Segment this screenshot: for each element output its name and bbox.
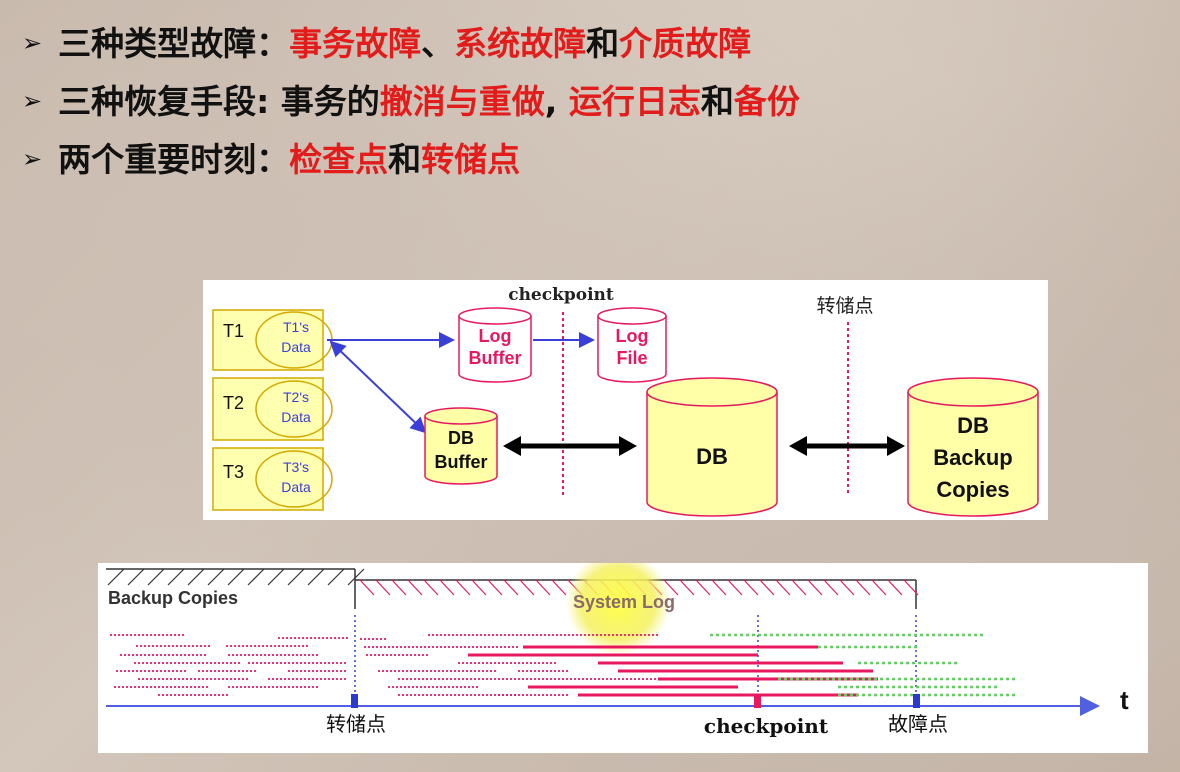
hatch-mark	[107, 568, 125, 586]
time-axis-label: t	[1120, 685, 1129, 715]
log-file-cylinder: Log File	[597, 307, 667, 383]
log-hatch-mark	[423, 579, 439, 596]
svg-text:Log: Log	[479, 326, 512, 346]
bullet-list: ➢三种类型故障：事务故障、系统故障和介质故障 ➢三种恢复手段: 事务的撤消与重做…	[22, 14, 800, 188]
cursor-highlight	[566, 563, 670, 655]
log-hatch-mark	[807, 579, 823, 596]
arrow-to-db-buffer	[329, 340, 427, 434]
transaction-t3: T3 T3's Data	[212, 447, 333, 511]
hatch-mark	[287, 568, 305, 586]
hatch-mark	[227, 568, 245, 586]
arrow-bullet-icon: ➢	[22, 29, 43, 57]
svg-text:Log: Log	[616, 326, 649, 346]
log-hatch-mark	[359, 579, 375, 596]
log-hatch-mark	[375, 579, 391, 596]
dump-point-label: 转储点	[326, 712, 386, 736]
bullet-fault-types: ➢三种类型故障：事务故障、系统故障和介质故障	[22, 24, 752, 63]
hatch-mark	[127, 568, 145, 586]
log-hatch-mark	[455, 579, 471, 596]
transaction-t2: T2 T2's Data	[212, 377, 333, 441]
double-arrow-buffer-db	[503, 436, 637, 456]
svg-text:File: File	[616, 348, 647, 368]
db-backup-cylinder: DB Backup Copies	[907, 377, 1039, 517]
hatch-mark	[167, 568, 185, 586]
checkpoint-label: checkpoint	[704, 714, 829, 738]
transaction-activity-lines	[110, 633, 1018, 697]
db-cylinder: DB	[646, 377, 778, 517]
hatch-mark	[247, 568, 265, 586]
failure-point-tick	[913, 694, 920, 708]
bullet-recovery-methods: ➢三种恢复手段: 事务的撤消与重做, 运行日志和备份	[22, 82, 800, 121]
log-hatch-mark	[519, 579, 535, 596]
log-hatch-mark	[407, 579, 423, 596]
log-hatch-mark	[439, 579, 455, 596]
log-hatch-mark	[503, 579, 519, 596]
log-hatch-mark	[775, 579, 791, 596]
log-hatch-mark	[871, 579, 887, 596]
hatch-mark	[347, 568, 365, 586]
hatch-mark	[327, 568, 345, 586]
svg-text:Backup: Backup	[933, 445, 1012, 470]
bullet-key-moments: ➢两个重要时刻：检查点和转储点	[22, 140, 521, 179]
log-hatch-mark	[551, 579, 567, 596]
hatch-mark	[307, 568, 325, 586]
svg-text:T3: T3	[223, 462, 244, 482]
log-hatch-mark	[903, 579, 919, 596]
svg-text:T1's: T1's	[283, 319, 309, 335]
log-hatch-mark	[839, 579, 855, 596]
log-hatch-mark	[823, 579, 839, 596]
log-buffer-cylinder: Log Buffer	[458, 307, 532, 383]
log-hatch-mark	[855, 579, 871, 596]
hatch-mark	[147, 568, 165, 586]
svg-text:Copies: Copies	[936, 477, 1009, 502]
log-hatch-mark	[391, 579, 407, 596]
failure-point-label: 故障点	[888, 712, 948, 736]
log-hatch-mark	[471, 579, 487, 596]
svg-text:Data: Data	[281, 409, 311, 425]
log-hatch-mark	[663, 579, 679, 596]
svg-text:Buffer: Buffer	[435, 452, 488, 472]
svg-text:DB: DB	[957, 413, 989, 438]
hatch-mark	[187, 568, 205, 586]
checkpoint-tick	[754, 694, 761, 708]
svg-text:T2's: T2's	[283, 389, 309, 405]
backup-copies-label: Backup Copies	[108, 588, 238, 608]
log-hatch-mark	[487, 579, 503, 596]
log-hatch-mark	[679, 579, 695, 596]
double-arrow-db-backup	[789, 436, 905, 456]
backup-copies-region	[106, 568, 365, 609]
log-hatch-mark	[727, 579, 743, 596]
arrow-bullet-icon: ➢	[22, 87, 43, 115]
svg-text:DB: DB	[696, 444, 728, 469]
transaction-t1: T1 T1's Data	[212, 309, 333, 371]
checkpoint-label: checkpoint	[508, 285, 614, 305]
db-buffer-cylinder: DB Buffer	[424, 407, 498, 485]
svg-text:T2: T2	[223, 393, 244, 413]
log-hatch-mark	[759, 579, 775, 596]
log-hatch-mark	[535, 579, 551, 596]
svg-text:DB: DB	[448, 428, 474, 448]
svg-text:T1: T1	[223, 321, 244, 341]
dump-point-label: 转储点	[816, 295, 873, 317]
hatch-mark	[267, 568, 285, 586]
system-log-label: System Log	[573, 592, 675, 612]
svg-text:Buffer: Buffer	[469, 348, 522, 368]
log-hatch-mark	[695, 579, 711, 596]
dump-point-tick	[351, 694, 358, 708]
svg-text:Data: Data	[281, 479, 311, 495]
hatch-mark	[207, 568, 225, 586]
recovery-architecture-diagram: checkpoint 转储点 T1 T1's Data T2 T2's Data…	[203, 280, 1048, 520]
log-hatch-mark	[791, 579, 807, 596]
arrow-bullet-icon: ➢	[22, 145, 43, 173]
log-hatch-mark	[887, 579, 903, 596]
timeline-diagram: Backup Copies System Log t 转储点 checkpoin…	[98, 563, 1148, 753]
svg-text:Data: Data	[281, 339, 311, 355]
log-hatch-mark	[743, 579, 759, 596]
svg-text:T3's: T3's	[283, 459, 309, 475]
log-hatch-mark	[711, 579, 727, 596]
